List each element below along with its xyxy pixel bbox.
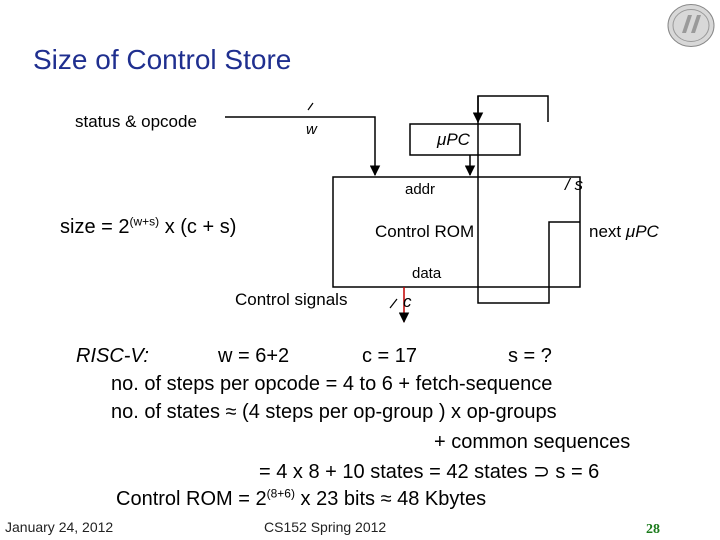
states-estimate-line: no. of states ≈ (4 steps per op-group ) … xyxy=(111,401,557,423)
c-width-label: c xyxy=(403,292,412,311)
upc-label: μPC xyxy=(437,130,470,149)
riscv-label: RISC-V: xyxy=(76,345,149,367)
control-rom-size-line: Control ROM = 2(8+6) x 23 bits ≈ 48 Kbyt… xyxy=(116,486,487,510)
footer-course: CS152 Spring 2012 xyxy=(264,519,387,535)
control-signals-label: Control signals xyxy=(235,290,348,309)
steps-per-opcode-line: no. of steps per opcode = 4 to 6 + fetch… xyxy=(111,373,553,395)
w-width-slash xyxy=(307,102,314,111)
c-value: c = 17 xyxy=(362,345,418,367)
footer-date: January 24, 2012 xyxy=(5,519,114,535)
status-opcode-wire xyxy=(225,116,381,177)
states-total-line: = 4 x 8 + 10 states = 42 states ⊃ s = 6 xyxy=(259,461,600,483)
control-rom-box xyxy=(332,176,581,288)
data-label: data xyxy=(412,265,442,282)
common-sequences-line: + common sequences xyxy=(434,431,631,453)
status-opcode-label: status & opcode xyxy=(75,112,197,131)
page-number: 28 xyxy=(646,522,660,537)
c-width-slash xyxy=(389,298,398,309)
university-seal-logo xyxy=(667,4,715,47)
w-label: w xyxy=(306,121,317,138)
next-upc-feedback-wire xyxy=(477,95,580,304)
s-value: s = ? xyxy=(508,345,552,367)
size-formula: size = 2(w+s) x (c + s) xyxy=(60,214,237,238)
w-value: w = 6+2 xyxy=(218,345,290,367)
slide-title: Size of Control Store xyxy=(33,44,292,75)
s-width-label: / s xyxy=(565,175,583,194)
control-rom-label: Control ROM xyxy=(375,222,475,241)
addr-label: addr xyxy=(405,181,436,198)
next-upc-label: next μPC xyxy=(589,222,659,241)
upc-register-box xyxy=(409,123,521,156)
